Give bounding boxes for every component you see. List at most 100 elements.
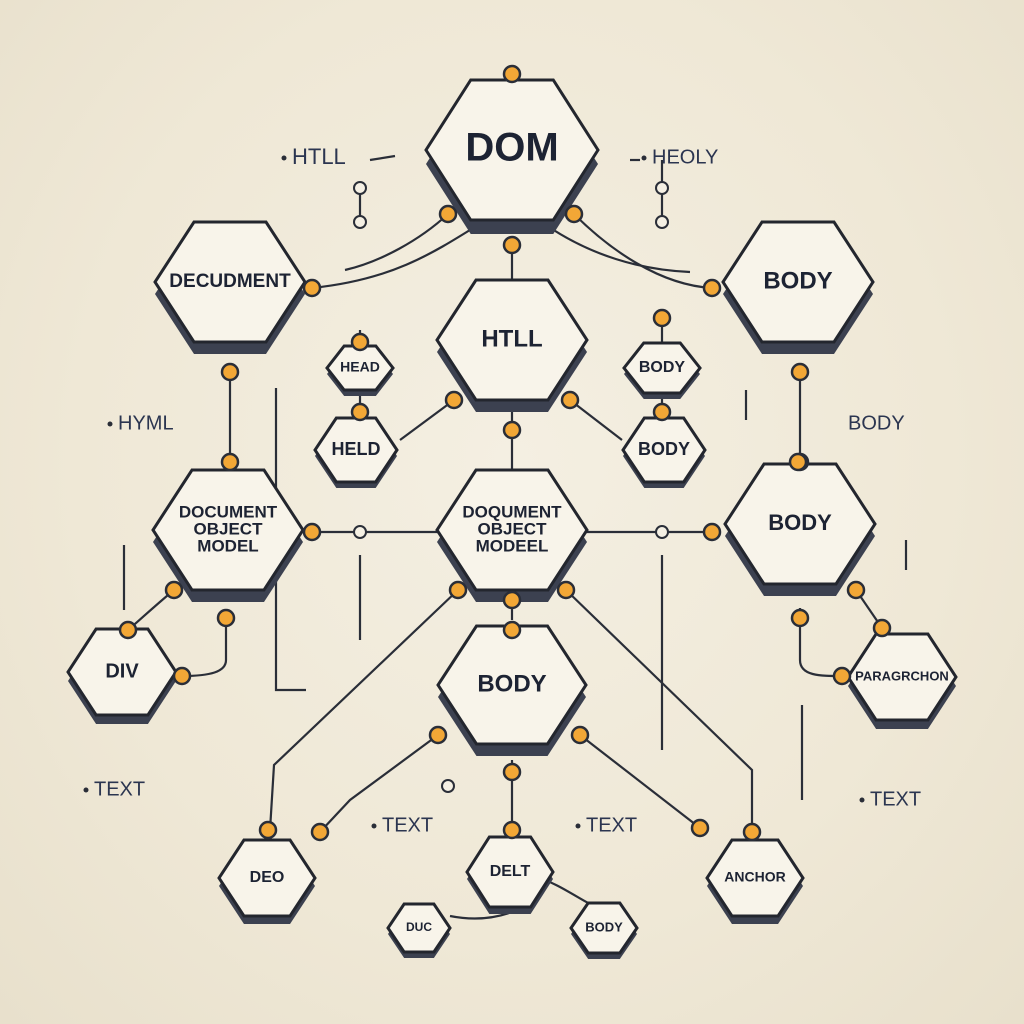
node-body-small-1: BODY	[622, 341, 702, 399]
node-body-center-face	[436, 624, 588, 746]
free-label-text-center-right: TEXT	[586, 814, 637, 836]
connector-port	[790, 608, 810, 628]
node-html-face	[435, 278, 589, 402]
node-dom-left-label: MODEL	[197, 536, 258, 555]
node-div-face	[66, 627, 178, 717]
node-html: HTLL	[435, 278, 589, 412]
connector-line	[565, 589, 754, 832]
connector-port	[438, 204, 458, 224]
node-body-top-right: BODY	[721, 220, 875, 354]
node-body-bottom: BODY	[569, 901, 639, 959]
node-deo-face	[217, 838, 317, 918]
connector-port	[220, 452, 240, 472]
node-delt-face	[465, 835, 555, 909]
connector-port	[302, 522, 322, 542]
connector-port-empty	[655, 215, 669, 229]
connector-port-empty	[353, 525, 367, 539]
node-delt-label: DELT	[490, 863, 531, 880]
connector-line	[319, 734, 439, 833]
connector-port	[448, 580, 468, 600]
connector-port	[444, 390, 464, 410]
connector-port	[742, 822, 762, 842]
label-bullet	[371, 823, 377, 829]
nodes: DOM DECUDMENT BODY HTLL HEAD BODY HELD BODY DOCU…	[66, 78, 958, 959]
connector-port	[350, 402, 370, 422]
node-dom-center-face	[435, 468, 589, 592]
node-head-small: HEAD	[325, 344, 395, 396]
free-label-body-right: BODY	[848, 412, 905, 434]
node-anchor: ANCHOR	[705, 838, 805, 924]
connector-port	[258, 820, 278, 840]
connector-port	[788, 452, 808, 472]
label-bullet	[281, 155, 287, 161]
node-paragraph-label: PARAGRCHON	[855, 668, 949, 683]
node-held-label: HELD	[332, 439, 381, 459]
node-html-label: HTLL	[481, 325, 542, 352]
node-dom: DOM	[424, 78, 600, 234]
connector-port	[118, 620, 138, 640]
connector-port	[556, 580, 576, 600]
node-dom-left-label: OBJECT	[194, 519, 264, 538]
node-anchor-face	[705, 838, 805, 918]
connector-port	[502, 820, 522, 840]
edges	[122, 154, 908, 920]
label-bullet	[107, 421, 113, 427]
connector-port	[702, 522, 722, 542]
connector-port	[350, 332, 370, 352]
connector-line	[181, 618, 228, 678]
node-body-small-2: BODY	[621, 416, 707, 488]
free-label-hyml: HYML	[118, 412, 174, 434]
node-body-small-1-face	[622, 341, 702, 395]
connector-port	[652, 402, 672, 422]
free-label-text-right: TEXT	[870, 788, 921, 810]
node-duc-face	[386, 902, 452, 954]
node-body-small-2-label: BODY	[638, 439, 690, 459]
connector-line	[369, 154, 396, 162]
node-body-center: BODY	[436, 624, 588, 756]
node-document-label: DECUDMENT	[169, 271, 291, 292]
node-held-face	[313, 416, 399, 484]
connector-port	[502, 420, 522, 440]
connector-port	[790, 362, 810, 382]
connector-port-empty	[441, 779, 455, 793]
label-bullet	[83, 787, 89, 793]
connector-port	[302, 278, 322, 298]
node-div: DIV	[66, 627, 178, 724]
label-bullet	[859, 797, 865, 803]
free-label-html-top: HTLL	[292, 144, 346, 169]
free-label-bullets	[83, 155, 865, 829]
connector-port-empty	[655, 525, 669, 539]
label-bullet	[575, 823, 581, 829]
node-head-small-face	[325, 344, 395, 392]
node-document: DECUDMENT	[153, 220, 307, 354]
connector-line	[569, 399, 623, 441]
free-label-body-top: HEOLY	[652, 146, 718, 168]
node-dom-label: DOM	[465, 126, 558, 170]
connector-port-empty	[655, 181, 669, 195]
node-dom-left-face	[151, 468, 305, 592]
node-dom-center-label: DOQUMENT	[462, 502, 562, 521]
connector-port-empty	[353, 181, 367, 195]
node-body-bottom-label: BODY	[585, 919, 623, 934]
node-duc-label: DUC	[406, 920, 432, 934]
connector-line	[573, 213, 713, 290]
connector-port	[216, 608, 236, 628]
connector-port	[560, 390, 580, 410]
connector-port	[502, 620, 522, 640]
connector-port	[164, 580, 184, 600]
node-dom-center-label: MODEEL	[476, 536, 549, 555]
node-dom-left-label: DOCUMENT	[179, 502, 278, 521]
node-deo: DEO	[217, 838, 317, 924]
connector-port	[846, 580, 866, 600]
connector-port	[502, 64, 522, 84]
node-body-top-right-label: BODY	[763, 267, 832, 294]
node-body-bottom-face	[569, 901, 639, 955]
connector-port	[172, 666, 192, 686]
node-anchor-label: ANCHOR	[724, 869, 785, 885]
connector-port	[428, 725, 448, 745]
node-held: HELD	[313, 416, 399, 488]
